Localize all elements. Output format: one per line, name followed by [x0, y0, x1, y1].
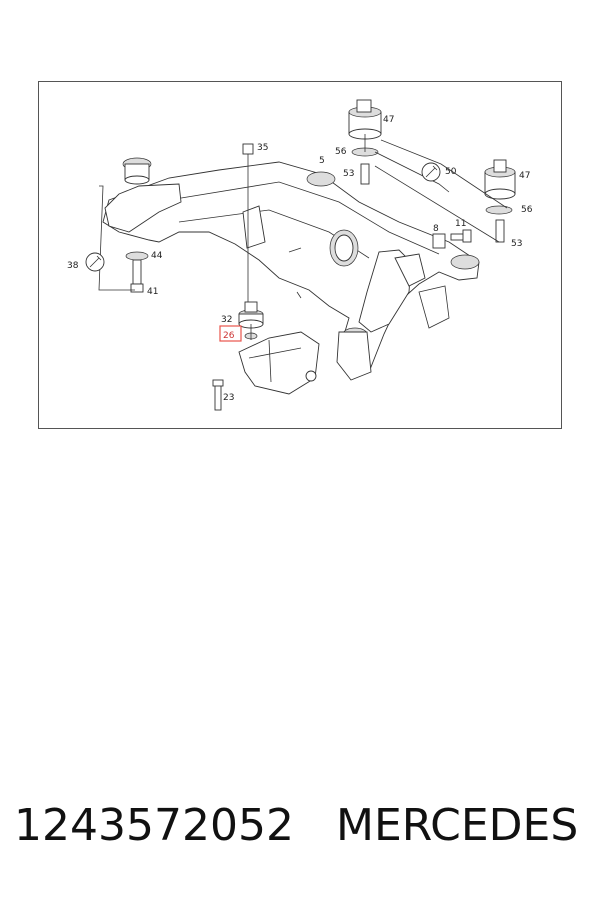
callout-38: 38	[67, 261, 79, 271]
part-bushing-8	[432, 233, 446, 249]
part-bushing-47-right	[484, 159, 516, 200]
part-bolt-11	[450, 229, 472, 243]
wrench-icon	[85, 252, 105, 272]
callout-35: 35	[257, 143, 268, 153]
callout-47-right: 47	[519, 171, 530, 181]
callout-26: 26	[223, 331, 235, 341]
callout-53-top: 53	[343, 169, 354, 179]
callout-44: 44	[151, 251, 163, 261]
callout-50: 50	[445, 167, 457, 177]
callout-8: 8	[433, 224, 439, 234]
part-bolt-23	[212, 379, 224, 411]
differential-housing	[238, 331, 320, 395]
callout-53-right: 53	[511, 239, 522, 249]
product-caption: 1243572052 MERCEDES	[0, 800, 600, 870]
part-number: 1243572052	[14, 800, 294, 851]
callout-41: 41	[147, 287, 158, 297]
callout-11: 11	[455, 219, 466, 229]
callout-56-right: 56	[521, 205, 533, 215]
rear-subframe	[102, 161, 480, 381]
part-bushing-47-top	[348, 99, 382, 140]
callout-56-top: 56	[335, 147, 347, 157]
part-nut-35	[242, 143, 254, 155]
wrench-icon	[421, 162, 441, 182]
part-bushing-top-left	[122, 157, 152, 185]
parts-diagram: 5 8 11 23 26 32 35 38 41 44 47 47 50 53 …	[38, 81, 562, 429]
leader-lines	[98, 134, 508, 340]
callout-5: 5	[319, 156, 325, 166]
subframe-illustration: 5 8 11 23 26 32 35 38 41 44 47 47 50 53 …	[67, 99, 533, 411]
callout-23: 23	[223, 393, 234, 403]
highlight-box	[219, 325, 242, 342]
callout-47-top: 47	[383, 115, 394, 125]
callout-32: 32	[221, 315, 232, 325]
part-bolt-53	[360, 163, 505, 243]
brand-name: MERCEDES	[336, 800, 579, 851]
part-washer-44	[125, 251, 149, 293]
